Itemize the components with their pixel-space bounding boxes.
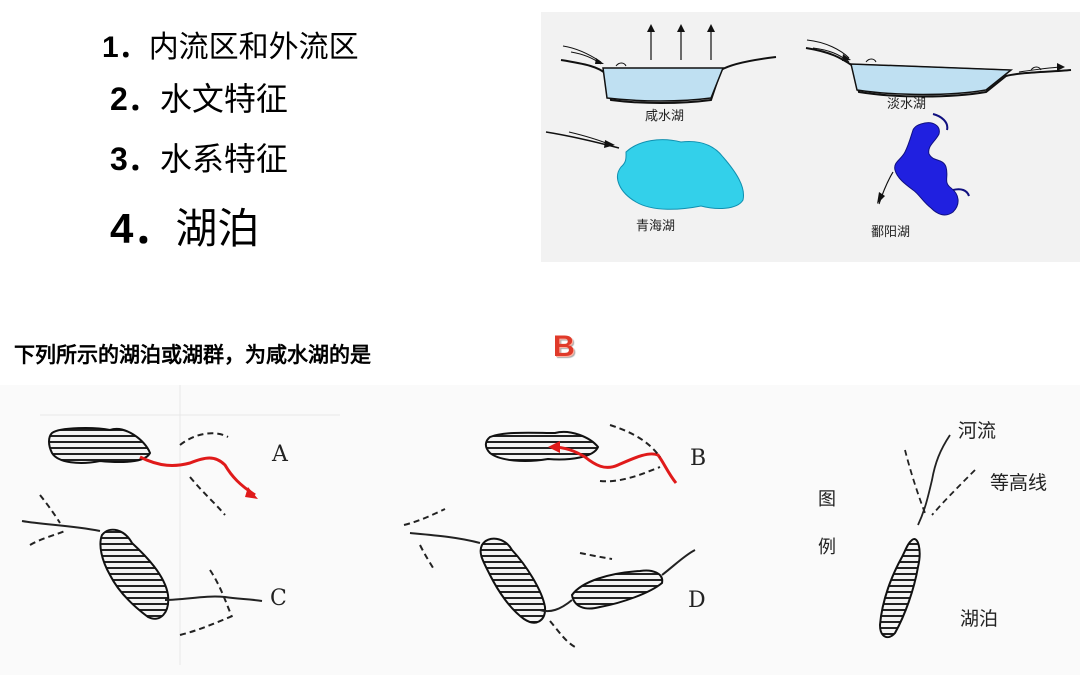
- map-c: C: [21, 494, 287, 636]
- toc-item-number: 1．: [102, 31, 149, 64]
- lake-types-figure: 咸水湖 淡水湖 青海湖: [545, 24, 1072, 240]
- answer-badge: B: [553, 330, 575, 363]
- qinghai-lake-map: 青海湖: [545, 131, 745, 234]
- poyang-lake-map: 鄱阳湖: [871, 113, 970, 240]
- map-legend: 图 例 河流 等高线 湖泊: [818, 420, 1047, 639]
- toc-item-text: 湖泊: [175, 204, 260, 253]
- question-text: 下列所示的湖泊或湖群，为咸水湖的是: [14, 343, 371, 367]
- map-d-label: D: [688, 588, 706, 613]
- map-b-label: B: [690, 446, 706, 471]
- poyang-lake-label: 鄱阳湖: [871, 225, 910, 240]
- toc-item-number: 2．: [110, 81, 160, 117]
- fresh-lake-section: 淡水湖: [805, 39, 1072, 112]
- toc-item-4: 4．湖泊: [110, 195, 259, 256]
- legend-title-2: 例: [818, 537, 836, 558]
- toc-item-3: 3．水系特征: [110, 134, 288, 180]
- qinghai-lake-label: 青海湖: [636, 219, 675, 234]
- fresh-lake-label: 淡水湖: [887, 97, 926, 112]
- lake-maps-svg: A C B D 图 例: [0, 385, 1080, 675]
- legend-river-label: 河流: [958, 420, 996, 442]
- toc-item-text: 水系特征: [159, 140, 288, 178]
- legend-lake-label: 湖泊: [960, 608, 998, 630]
- lake-types-diagram: 咸水湖 淡水湖 青海湖: [541, 12, 1080, 262]
- map-d: D: [403, 508, 706, 648]
- salt-lake-label: 咸水湖: [645, 109, 684, 124]
- map-b: B: [484, 424, 706, 484]
- toc-item-number: 4．: [110, 205, 176, 252]
- map-a: A: [48, 427, 289, 516]
- toc-item-text: 内流区和外流区: [148, 30, 359, 65]
- salt-lake-section: 咸水湖: [560, 24, 777, 124]
- legend-contour-label: 等高线: [990, 472, 1047, 494]
- toc-item-2: 2．水文特征: [110, 74, 288, 120]
- map-c-label: C: [270, 586, 287, 611]
- legend-river-line: [917, 434, 951, 526]
- legend-contour-line: [904, 449, 976, 516]
- legend-lake-shape: [878, 538, 921, 639]
- lake-maps-figure: A C B D 图 例: [0, 385, 1080, 675]
- legend-title-1: 图: [818, 489, 836, 510]
- toc-item-text: 水文特征: [159, 80, 288, 118]
- map-a-label: A: [271, 442, 289, 467]
- toc-item-number: 3．: [110, 141, 160, 177]
- toc-item-1: 1．内流区和外流区: [102, 22, 359, 66]
